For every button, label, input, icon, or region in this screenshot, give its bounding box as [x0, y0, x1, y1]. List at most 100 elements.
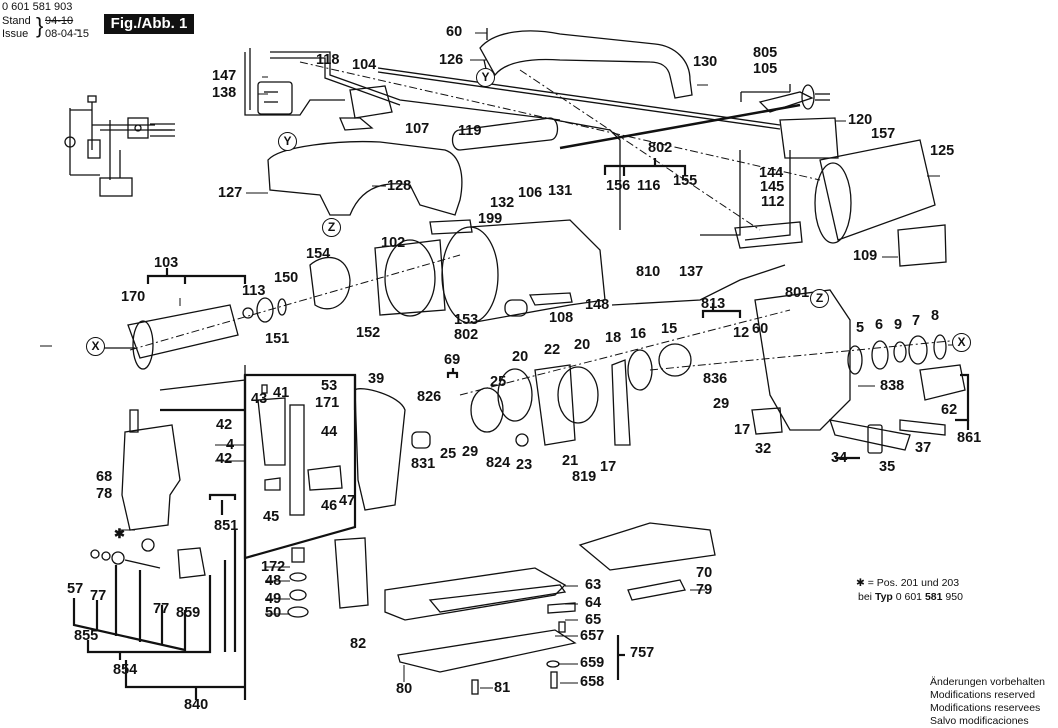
part-label: 29 [713, 396, 730, 412]
part-label: 126 [439, 52, 464, 68]
part-label: 861 [957, 430, 982, 446]
part-label: 32 [755, 441, 772, 457]
bracket-lines [72, 158, 970, 700]
part-label: 144 [759, 165, 784, 181]
part-label: 148 [585, 297, 610, 313]
modification-note: Modifications reserved [930, 689, 1036, 701]
part-label: 137 [679, 264, 704, 280]
part-label: 112 [761, 194, 785, 210]
part-label: 16 [630, 326, 647, 342]
part-label: 152 [356, 325, 381, 341]
part-label: 82 [350, 636, 367, 652]
part-label: 859 [176, 605, 201, 621]
part-label: 840 [184, 697, 209, 713]
star-note-line2: bei Typ 0 601 581 950 [858, 591, 963, 604]
part-label: 22 [544, 342, 561, 358]
note-bold-num: 581 [924, 591, 943, 603]
part-label: 147 [212, 68, 237, 84]
ref-circle-z: Z [810, 289, 829, 308]
part-label: 150 [274, 270, 299, 286]
part-label: 35 [879, 459, 896, 475]
part-label: 125 [930, 143, 955, 159]
part-label: 802 [648, 140, 673, 156]
part-label: 657 [580, 628, 605, 644]
part-label: 132 [490, 195, 515, 211]
part-label: 151 [265, 331, 290, 347]
brace-icon: } [36, 13, 44, 38]
part-label: 7 [912, 313, 921, 329]
part-label: 25 [440, 446, 457, 462]
part-label: 130 [693, 54, 718, 70]
part-label: 42 [216, 417, 233, 433]
part-label: 107 [405, 121, 430, 137]
part-label: 813 [701, 296, 726, 312]
part-label: 70 [696, 565, 713, 581]
part-label: 48 [265, 573, 282, 589]
part-label: 63 [585, 577, 602, 593]
part-label: 170 [121, 289, 146, 305]
ref-circle-x: X [86, 337, 105, 356]
part-label: 81 [494, 680, 511, 696]
note-num: 0 601 [892, 591, 925, 603]
wiring-schematic [64, 95, 175, 197]
part-label: 831 [411, 456, 436, 472]
part-label: 62 [941, 402, 958, 418]
part-label: 77 [153, 601, 170, 617]
leader-lines [40, 29, 956, 689]
part-label: 18 [605, 330, 622, 346]
part-label: 801 [785, 285, 810, 301]
part-label: 757 [630, 645, 655, 661]
wire-routes [244, 48, 791, 306]
ref-circle-x: X [952, 333, 971, 352]
part-label: 113 [242, 283, 266, 299]
part-label: 8 [931, 308, 940, 324]
part-label: 199 [478, 211, 503, 227]
part-label: 45 [263, 509, 280, 525]
part-label: 127 [218, 185, 243, 201]
plunger-assembly [90, 365, 406, 618]
part-label: 153 [454, 312, 479, 328]
part-label: 854 [113, 662, 138, 678]
part-label: 57 [67, 581, 84, 597]
part-label: 103 [154, 255, 179, 271]
part-label: 77 [90, 588, 107, 604]
part-label: 157 [871, 126, 896, 142]
part-label: 116 [637, 178, 661, 194]
part-label: 172 [261, 559, 286, 575]
part-label: 138 [212, 85, 237, 101]
modification-note: Modifications reservees [930, 702, 1041, 714]
part-label: 21 [562, 453, 579, 469]
part-label: 17 [600, 459, 617, 475]
issue-value: 08-04-15 [45, 28, 90, 40]
note-suffix: 950 [942, 591, 963, 603]
part-label: 855 [74, 628, 99, 644]
modification-note: Änderungen vorbehalten [930, 676, 1046, 688]
part-label: 39 [368, 371, 385, 387]
part-label: 109 [853, 248, 878, 264]
part-label: 119 [458, 123, 482, 139]
part-label: 78 [96, 486, 113, 502]
part-label: 104 [352, 57, 377, 73]
part-label: 824 [486, 455, 511, 471]
note-prefix: bei [858, 591, 875, 603]
part-label: 23 [516, 457, 533, 473]
part-label: 43 [251, 391, 268, 407]
part-label: 12 [733, 325, 750, 341]
part-label: 42 [216, 451, 233, 467]
alignment-lines [129, 61, 961, 396]
part-label: 20 [512, 349, 529, 365]
part-label: 836 [703, 371, 728, 387]
part-label: 6 [875, 317, 884, 333]
part-label: 106 [518, 185, 543, 201]
part-label: 79 [696, 582, 713, 598]
issue-label: Issue [2, 28, 29, 40]
switch-parts [257, 81, 393, 131]
part-label: 105 [753, 61, 778, 77]
note-typ: Typ [874, 591, 893, 603]
part-label: 69 [444, 352, 461, 368]
part-label: 44 [321, 424, 338, 440]
part-label: 20 [574, 337, 591, 353]
part-label: 131 [548, 183, 573, 199]
part-label: 118 [316, 52, 340, 68]
